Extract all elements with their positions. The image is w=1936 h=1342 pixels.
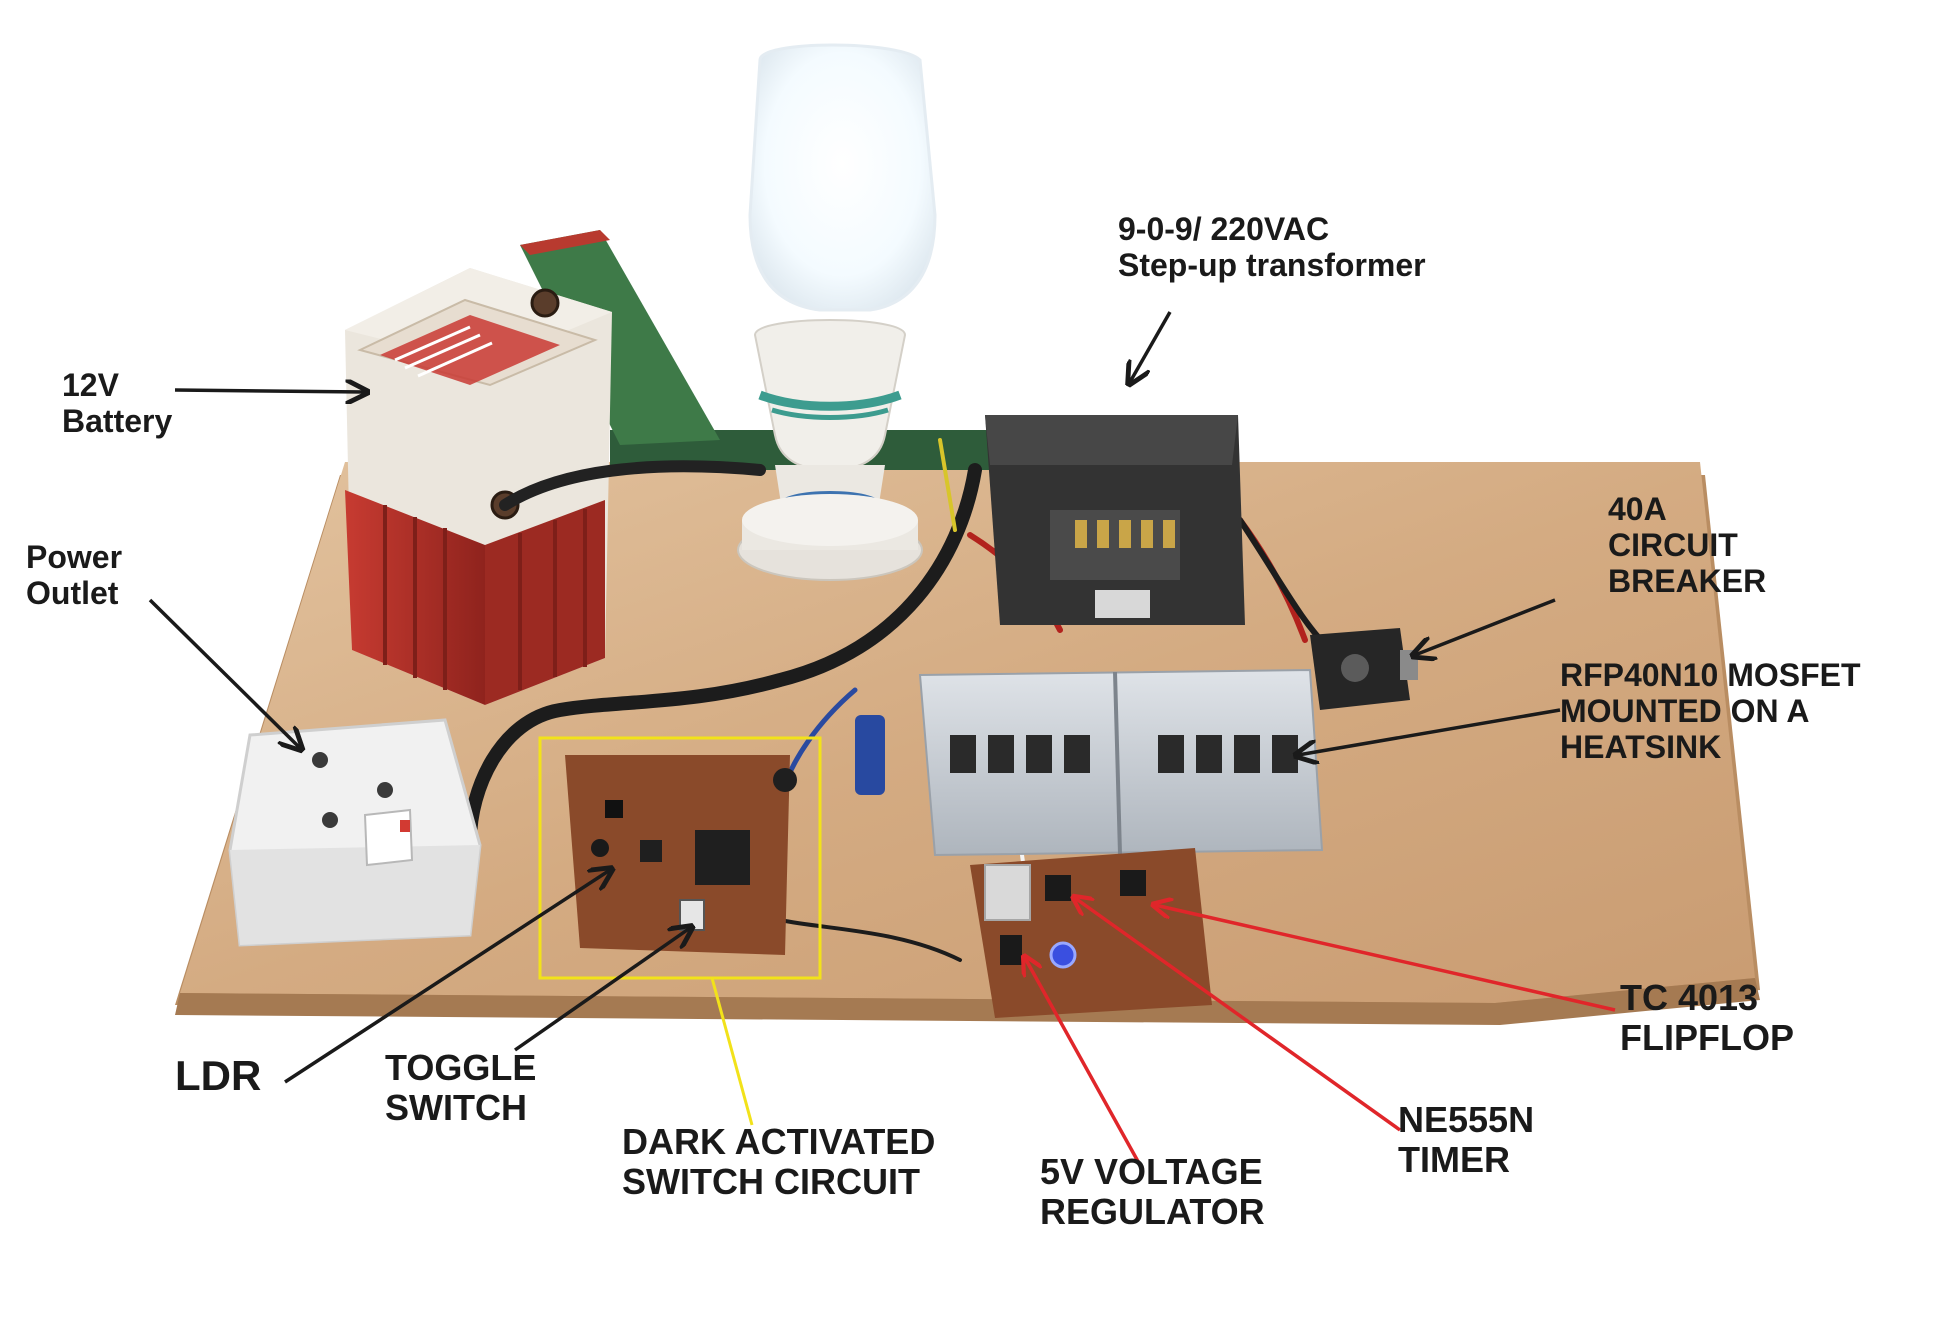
- circuit-breaker-40a: [1310, 628, 1418, 710]
- power-outlet-socket: [228, 718, 482, 947]
- annotation-arrows: [148, 311, 1616, 1166]
- battery-12v: [345, 268, 612, 705]
- arrow-flipflop: [1155, 905, 1616, 1012]
- step-up-transformer: [985, 415, 1245, 625]
- arrow-power-outlet: [148, 598, 300, 748]
- arrow-circuit-breaker: [1415, 598, 1556, 655]
- arrow-ldr: [284, 870, 610, 1084]
- arrow-toggle-switch: [513, 928, 690, 1052]
- label-ldr: LDR: [175, 1052, 262, 1099]
- blue-led: [1049, 941, 1077, 969]
- battery-terminal-positive: [530, 288, 560, 318]
- dark-switch-highlight-box: [538, 736, 822, 980]
- blue-capacitor: [855, 715, 885, 795]
- cfl-bulb: [737, 43, 937, 581]
- arrow-mosfet: [1298, 708, 1561, 755]
- arrow-transformer: [1130, 311, 1172, 382]
- arrow-timer: [1075, 898, 1402, 1132]
- dark-activated-switch-pcb: [565, 755, 797, 955]
- battery-ribs: [383, 505, 587, 690]
- transformer-terminals: [1075, 520, 1175, 548]
- battery-label-sticker: [380, 315, 560, 385]
- arrow-voltage-regulator: [1025, 958, 1142, 1166]
- arrow-dark-switch: [710, 977, 754, 1126]
- arrow-battery: [174, 390, 365, 392]
- driver-pcb: [970, 848, 1212, 1018]
- mosfet-row-left: [950, 735, 1090, 773]
- mosfet-heatsink: [918, 668, 1324, 857]
